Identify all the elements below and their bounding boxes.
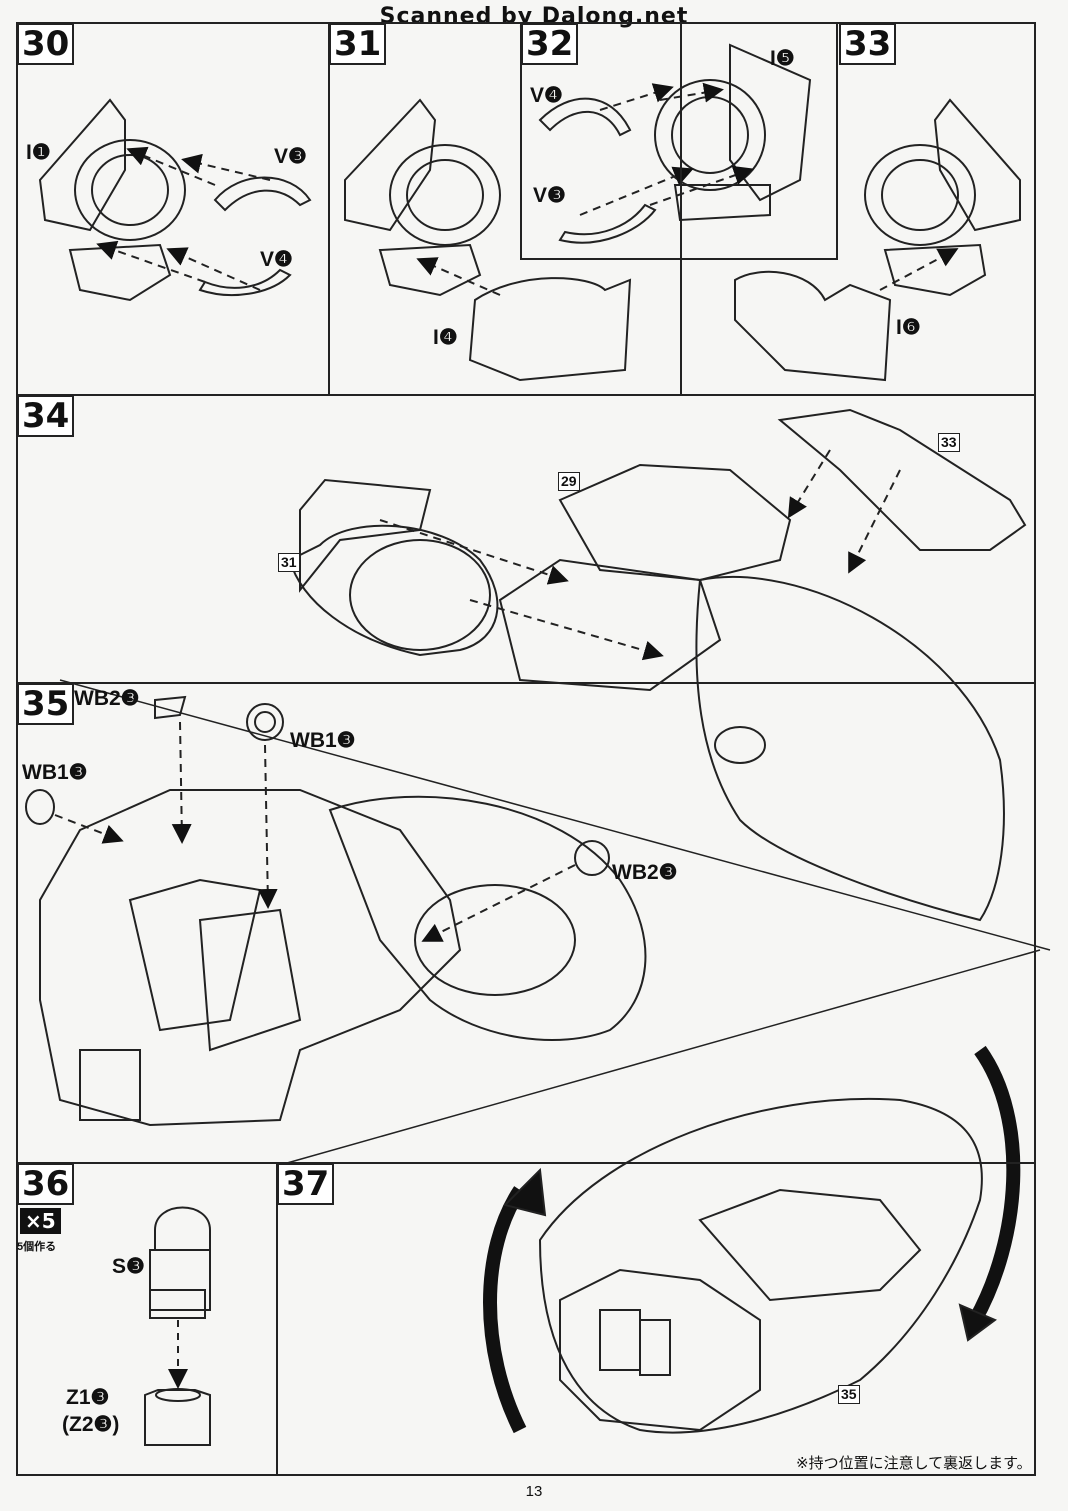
part-label-S3: S❸ (112, 1255, 145, 1278)
step-ref-29: 29 (558, 472, 580, 491)
part-label-I5: I❺ (770, 47, 795, 70)
step32-panel (520, 22, 838, 260)
flip-note: ※持つ位置に注意して裏返します。 (796, 1454, 1032, 1472)
part-label-Z2: (Z2❸) (62, 1413, 120, 1436)
step34-number: 34 (17, 395, 75, 437)
step-ref-31: 31 (278, 553, 300, 572)
part-label-WB2: WB2❸ (612, 861, 678, 884)
part-label-I6: I❻ (896, 316, 921, 339)
step33-number: 33 (839, 23, 897, 65)
part-label-V3: V❸ (274, 145, 307, 168)
step31-number: 31 (329, 23, 387, 65)
part-label-WB1: WB1❸ (290, 729, 356, 752)
part-label-I1: I❶ (26, 141, 51, 164)
part-label-I4: I❹ (433, 326, 458, 349)
step31-parts (344, 98, 632, 382)
step30-panel (16, 22, 330, 396)
step30-number: 30 (17, 23, 75, 65)
step36-parts (144, 1206, 211, 1446)
part-label-Z1: Z1❸ (66, 1386, 110, 1409)
step-ref-35: 35 (838, 1385, 860, 1404)
step37-parts (279, 949, 1041, 1434)
step32-parts (538, 43, 812, 244)
step37-number: 37 (277, 1163, 335, 1205)
step35-panel (16, 682, 1036, 1164)
step32-number: 32 (521, 23, 579, 65)
multiplier-badge: ×5 (20, 1208, 61, 1234)
make-five-note: 5個作る (17, 1241, 57, 1253)
page-number: 13 (525, 1483, 543, 1500)
step34-parts (288, 408, 1027, 922)
part-label-V4: V❹ (530, 84, 563, 107)
step35-parts (25, 679, 1051, 1127)
step30-parts (38, 98, 312, 302)
step-ref-33: 33 (938, 433, 960, 452)
step34-panel (16, 394, 1036, 684)
step35-number: 35 (17, 683, 75, 725)
step37-panel (276, 1162, 1036, 1476)
part-label-WB1: WB1❸ (22, 761, 88, 784)
part-label-V3: V❸ (533, 184, 566, 207)
part-label-WB2: WB2❸ (74, 687, 140, 710)
part-label-V4: V❹ (260, 248, 293, 271)
step33-panel (680, 22, 1036, 396)
step33-parts (734, 98, 1021, 382)
step36-number: 36 (17, 1163, 75, 1205)
